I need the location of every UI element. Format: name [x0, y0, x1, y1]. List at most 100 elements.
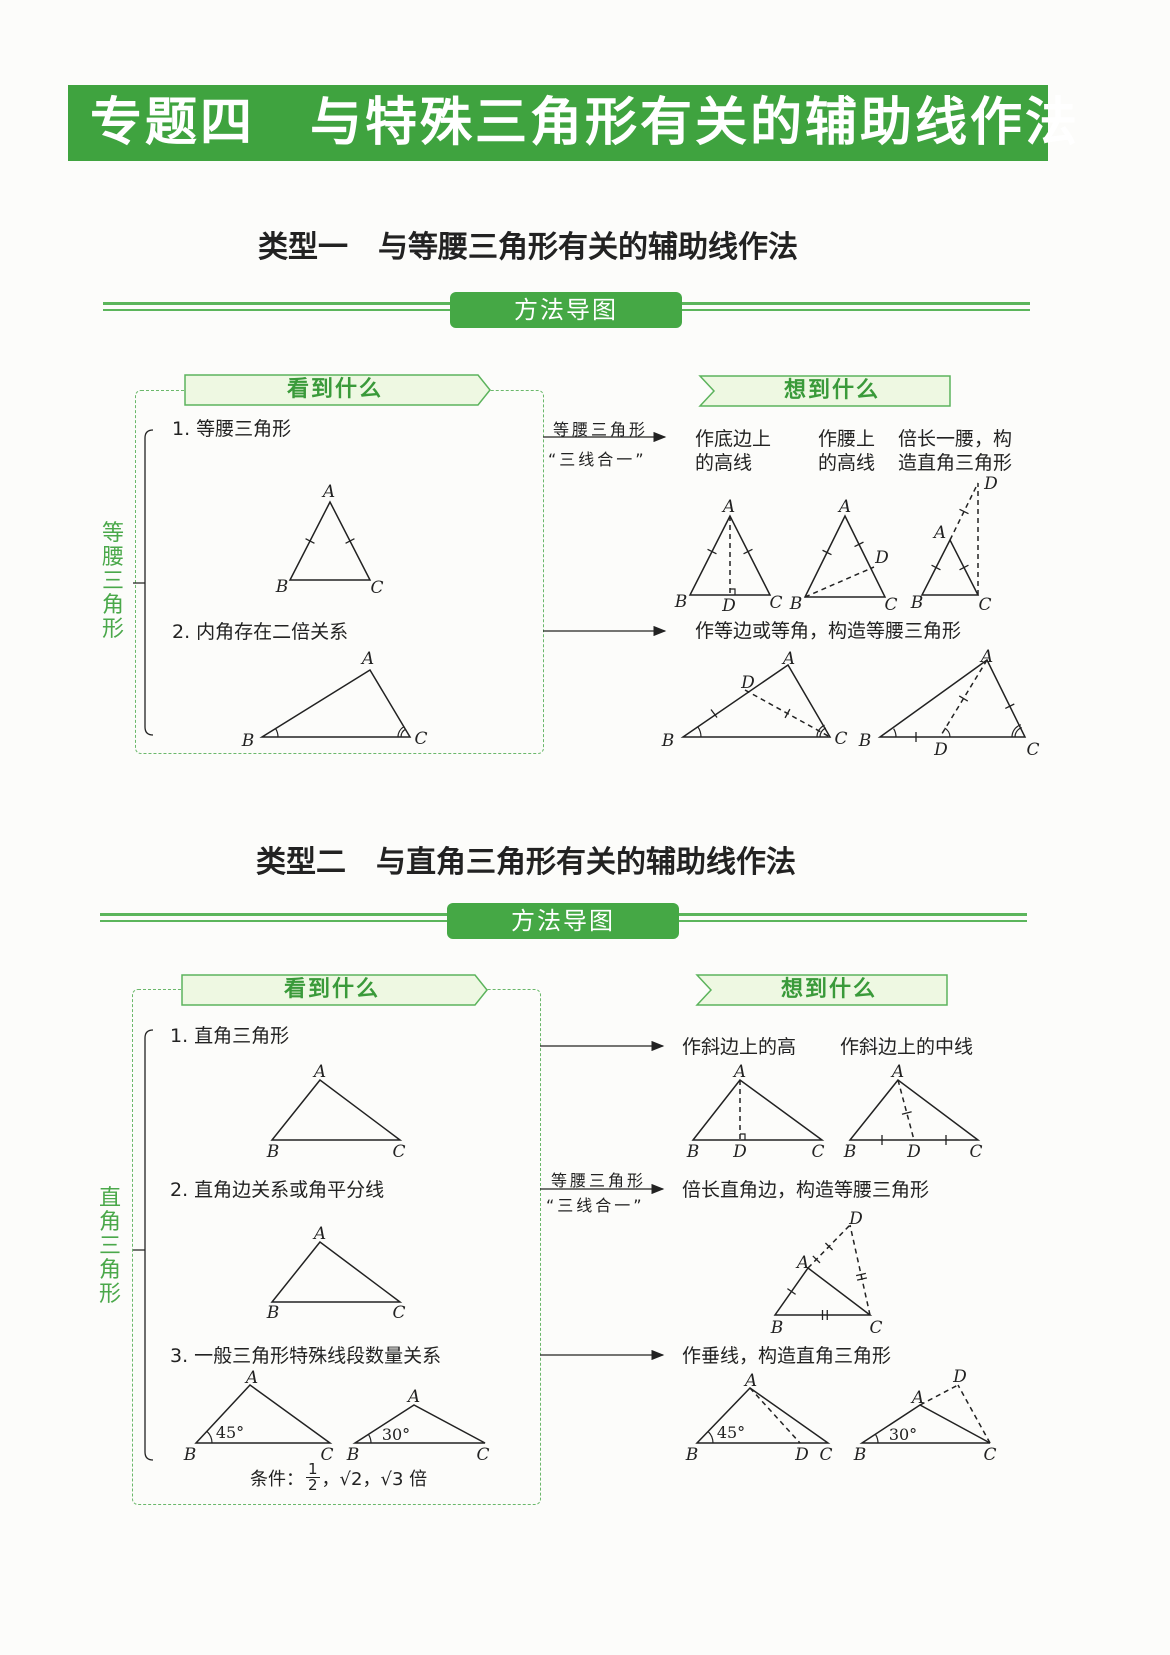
- triangle: [920, 538, 980, 596]
- point-label: D: [794, 1445, 809, 1465]
- point-label: D: [933, 740, 948, 760]
- item-text: 1. 等腰三角形: [172, 418, 292, 440]
- result-text: 作等边或等角，构造等腰三角形: [695, 620, 962, 642]
- tick-mark: [784, 708, 791, 719]
- point-label: C: [811, 1142, 824, 1162]
- point-label: D: [732, 1142, 747, 1162]
- point-label: A: [781, 649, 795, 669]
- point-label: A: [721, 497, 735, 517]
- point-label: A: [406, 1387, 420, 1407]
- angle-arc: [1011, 724, 1022, 738]
- point-label: A: [360, 649, 374, 669]
- right-angle-mark: [730, 588, 736, 595]
- point-label: B: [853, 1445, 867, 1465]
- item-text: 1. 直角三角形: [170, 1025, 290, 1047]
- triangle: [270, 1240, 403, 1303]
- point-label: A: [979, 647, 993, 667]
- result-text: 作斜边上的高: [682, 1036, 797, 1058]
- method-pill: 方法导图: [450, 292, 682, 328]
- dashed-line: [749, 1387, 801, 1444]
- dashed-line: [804, 566, 875, 598]
- point-label: C: [819, 1445, 832, 1465]
- point-label: B: [770, 1318, 784, 1338]
- tick-mark: [1005, 703, 1015, 709]
- point-label: C: [884, 595, 897, 615]
- tick-mark: [901, 1111, 912, 1115]
- angle-arc: [400, 728, 406, 738]
- right-angle-mark: [740, 1133, 746, 1140]
- point-label: C: [983, 1445, 996, 1465]
- point-label: A: [312, 1224, 326, 1244]
- point-label: A: [244, 1368, 258, 1388]
- triangle: [288, 500, 372, 581]
- point-label: C: [414, 729, 427, 749]
- point-label: D: [874, 548, 889, 568]
- tick-mark: [855, 1272, 867, 1277]
- point-label: D: [983, 474, 998, 494]
- triangle: [680, 663, 832, 738]
- point-label: C: [320, 1445, 333, 1465]
- side-label: 直角三角形: [98, 1186, 121, 1307]
- fraction-denominator: 2: [308, 1476, 318, 1494]
- triangle: [695, 1387, 831, 1444]
- point-label: A: [837, 497, 851, 517]
- angle-arc: [697, 726, 702, 738]
- see-tab-label: 看到什么: [286, 377, 383, 402]
- triangle: [859, 1404, 991, 1444]
- page-title: 专题四 与特殊三角形有关的辅助线作法: [68, 85, 1077, 161]
- tick-mark: [710, 709, 718, 718]
- point-label: C: [476, 1445, 489, 1465]
- result-text: 倍长直角边，构造等腰三角形: [682, 1179, 930, 1201]
- triangle: [773, 1266, 873, 1316]
- point-label: B: [789, 594, 803, 614]
- tick-mark: [822, 549, 832, 556]
- point-label: A: [732, 1062, 746, 1082]
- point-label: A: [743, 1371, 757, 1391]
- point-label: 45°: [717, 1423, 745, 1442]
- arrow-label-bottom: “三线合一”: [548, 450, 647, 469]
- angle-arc: [819, 727, 827, 738]
- point-label: C: [969, 1142, 982, 1162]
- angle-arc: [397, 726, 405, 738]
- condition-rest: ，√2，√3 倍: [321, 1468, 428, 1490]
- triangle: [194, 1384, 333, 1444]
- point-label: B: [183, 1445, 197, 1465]
- point-label: 45°: [216, 1423, 244, 1442]
- angle-arc: [944, 727, 951, 738]
- section-2-heading: 类型二 与直角三角形有关的辅助线作法: [256, 845, 796, 880]
- point-label: C: [1026, 740, 1039, 760]
- tick-mark: [345, 538, 355, 544]
- triangle: [688, 514, 772, 596]
- point-label: C: [392, 1142, 405, 1162]
- triangle: [352, 1404, 486, 1444]
- method-pill: 方法导图: [447, 903, 679, 939]
- angle-arc: [206, 1431, 213, 1444]
- bracket: [133, 429, 154, 736]
- point-label: C: [834, 729, 847, 749]
- item-text: 2. 直角边关系或角平分线: [170, 1179, 385, 1201]
- point-label: B: [266, 1303, 280, 1323]
- tick-mark: [959, 564, 969, 571]
- arrow-label-top: 等腰三角形: [551, 1171, 647, 1190]
- angle-arc: [707, 1431, 714, 1444]
- think-tab-label: 想到什么: [780, 977, 877, 1002]
- point-label: B: [241, 731, 255, 751]
- result-text: 作底边上 的高线: [695, 428, 772, 474]
- result-text: 作腰上 的高线: [818, 428, 876, 474]
- dashed-line: [957, 1384, 991, 1444]
- condition-prefix: 条件：: [250, 1468, 304, 1490]
- point-label: D: [740, 673, 755, 693]
- point-label: A: [910, 1388, 924, 1408]
- tick-mark: [305, 538, 315, 544]
- arrow-label-top: 等腰三角形: [553, 420, 649, 439]
- point-label: C: [869, 1318, 882, 1338]
- item-text: 3. 一般三角形特殊线段数量关系: [170, 1345, 442, 1367]
- point-label: C: [370, 578, 383, 598]
- item-text: 2. 内角存在二倍关系: [172, 621, 349, 643]
- think-tab-label: 想到什么: [783, 378, 880, 403]
- tick-mark: [787, 1288, 796, 1295]
- angle-arc: [1014, 726, 1023, 738]
- point-label: A: [795, 1253, 809, 1273]
- point-label: A: [321, 482, 335, 502]
